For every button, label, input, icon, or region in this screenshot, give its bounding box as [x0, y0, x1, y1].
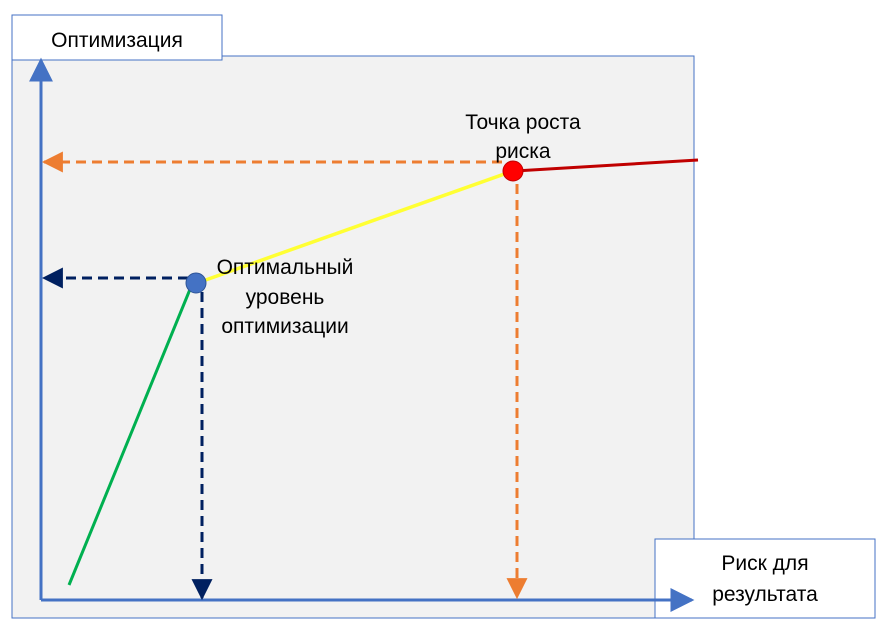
y-axis-label-box	[11, 14, 223, 61]
x-axis-label-box	[654, 538, 876, 619]
red-segment	[514, 158, 699, 173]
diagram-panel	[11, 55, 695, 619]
x-axis-label-line2: результата	[712, 583, 818, 606]
optimal-point-label-line3: оптимизации	[221, 315, 348, 338]
risk-point-label-line2: риска	[495, 140, 551, 163]
optimal-point-label-line1: Оптимальный	[217, 256, 354, 279]
optimal-point	[185, 272, 207, 294]
risk-point-label-line1: Точка роста	[465, 111, 581, 134]
yellow-segment	[199, 170, 511, 284]
y-axis-label: Оптимизация	[51, 29, 183, 52]
optimal-point-label-line2: уровень	[246, 286, 325, 309]
green-segment	[67, 281, 195, 586]
x-axis-label-line1: Риск для	[721, 552, 808, 575]
risk-growth-point	[502, 160, 524, 182]
